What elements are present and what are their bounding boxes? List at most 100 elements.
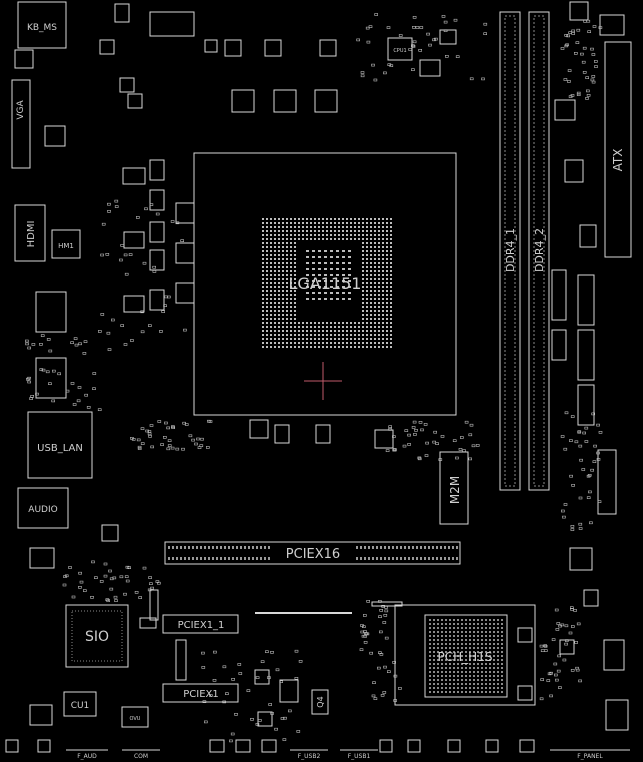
socket-pin <box>390 262 392 264</box>
pch-ball <box>469 651 471 653</box>
pcie-pin <box>184 557 186 560</box>
pcie-pin <box>244 557 246 560</box>
socket-pin <box>314 222 316 224</box>
socket-pin <box>278 278 280 280</box>
socket-pin <box>378 330 380 332</box>
pcie-pin <box>444 546 446 549</box>
passive-component <box>99 580 104 583</box>
pch-ball <box>497 683 499 685</box>
component-outline <box>439 29 457 45</box>
socket-pin <box>286 286 288 288</box>
socket-pin <box>366 222 368 224</box>
socket-pin <box>374 286 376 288</box>
pch-ball <box>485 623 487 625</box>
pch-ball <box>473 663 475 665</box>
socket-pin <box>322 334 324 336</box>
passive-component <box>378 615 382 619</box>
socket-pin <box>370 330 372 332</box>
passive-component <box>411 44 415 48</box>
socket-pin <box>382 346 384 348</box>
pcie-pin <box>392 557 394 560</box>
passive-component <box>469 423 474 427</box>
socket-pin <box>342 226 344 228</box>
pch-ball <box>461 663 463 665</box>
pcie-pin <box>228 546 230 549</box>
pcie-pin <box>452 557 454 560</box>
pch-ball <box>489 679 491 681</box>
socket-pin <box>374 274 376 276</box>
passive-component <box>387 63 392 67</box>
socket-pin <box>262 222 264 224</box>
pcie-pin <box>372 546 374 549</box>
pch-ball <box>473 671 475 673</box>
passive-component <box>79 580 84 584</box>
pch-ball <box>477 691 479 693</box>
pch-ball <box>485 683 487 685</box>
socket-pin <box>336 298 339 300</box>
socket-pin <box>286 238 288 240</box>
socket-pin <box>330 334 332 336</box>
pch-ball <box>429 679 431 681</box>
pch-ball <box>497 667 499 669</box>
socket-pin <box>378 342 380 344</box>
passive-component <box>540 649 545 653</box>
socket-pin <box>298 334 300 336</box>
socket-pin <box>338 226 340 228</box>
passive-component <box>586 94 591 97</box>
pch-ball <box>465 619 467 621</box>
audio-connector: AUDIO <box>17 487 69 529</box>
pch-ball <box>501 671 503 673</box>
socket-pin <box>262 238 264 240</box>
passive-component <box>412 25 416 29</box>
socket-pin <box>302 218 304 220</box>
socket-pin <box>274 302 276 304</box>
passive-component <box>360 71 365 74</box>
socket-pin <box>370 310 372 312</box>
socket-pin <box>348 250 351 252</box>
socket-pin <box>274 310 276 312</box>
passive-component <box>270 650 274 654</box>
socket-pin <box>310 338 312 340</box>
passive-component <box>570 415 575 418</box>
socket-pin <box>274 254 276 256</box>
passive-component <box>555 628 560 631</box>
socket-pin <box>374 262 376 264</box>
socket-pin <box>306 274 309 276</box>
pch-ball <box>485 651 487 653</box>
passive-component <box>468 457 473 461</box>
socket-pin <box>330 222 332 224</box>
socket-pin <box>286 274 288 276</box>
pch-ball <box>477 639 479 641</box>
socket-pin <box>306 250 309 252</box>
socket-pin <box>306 222 308 224</box>
passive-component <box>563 447 568 451</box>
socket-pin <box>358 338 360 340</box>
passive-component <box>229 739 233 743</box>
pch-ball <box>481 635 483 637</box>
passive-component <box>237 663 242 666</box>
pch-ball <box>449 691 451 693</box>
socket-pin <box>342 280 345 282</box>
pch-ball <box>453 655 455 657</box>
passive-component <box>166 447 171 451</box>
passive-component <box>119 575 124 579</box>
pch-ball <box>461 643 463 645</box>
pch-ball <box>429 659 431 661</box>
pch-ball <box>429 643 431 645</box>
socket-pin <box>278 218 280 220</box>
pch-ball <box>469 639 471 641</box>
socket-pin <box>374 342 376 344</box>
socket-pin <box>362 262 364 264</box>
socket-pin <box>306 262 309 264</box>
socket-pin <box>374 222 376 224</box>
socket-pin <box>294 346 296 348</box>
pch-ball <box>473 623 475 625</box>
socket-pin <box>370 342 372 344</box>
socket-pin <box>262 234 264 236</box>
socket-pin <box>310 230 312 232</box>
pcie-pin <box>396 557 398 560</box>
pch-ball <box>493 683 495 685</box>
socket-pin <box>306 330 308 332</box>
passive-component <box>564 33 569 37</box>
pch-ball <box>453 635 455 637</box>
